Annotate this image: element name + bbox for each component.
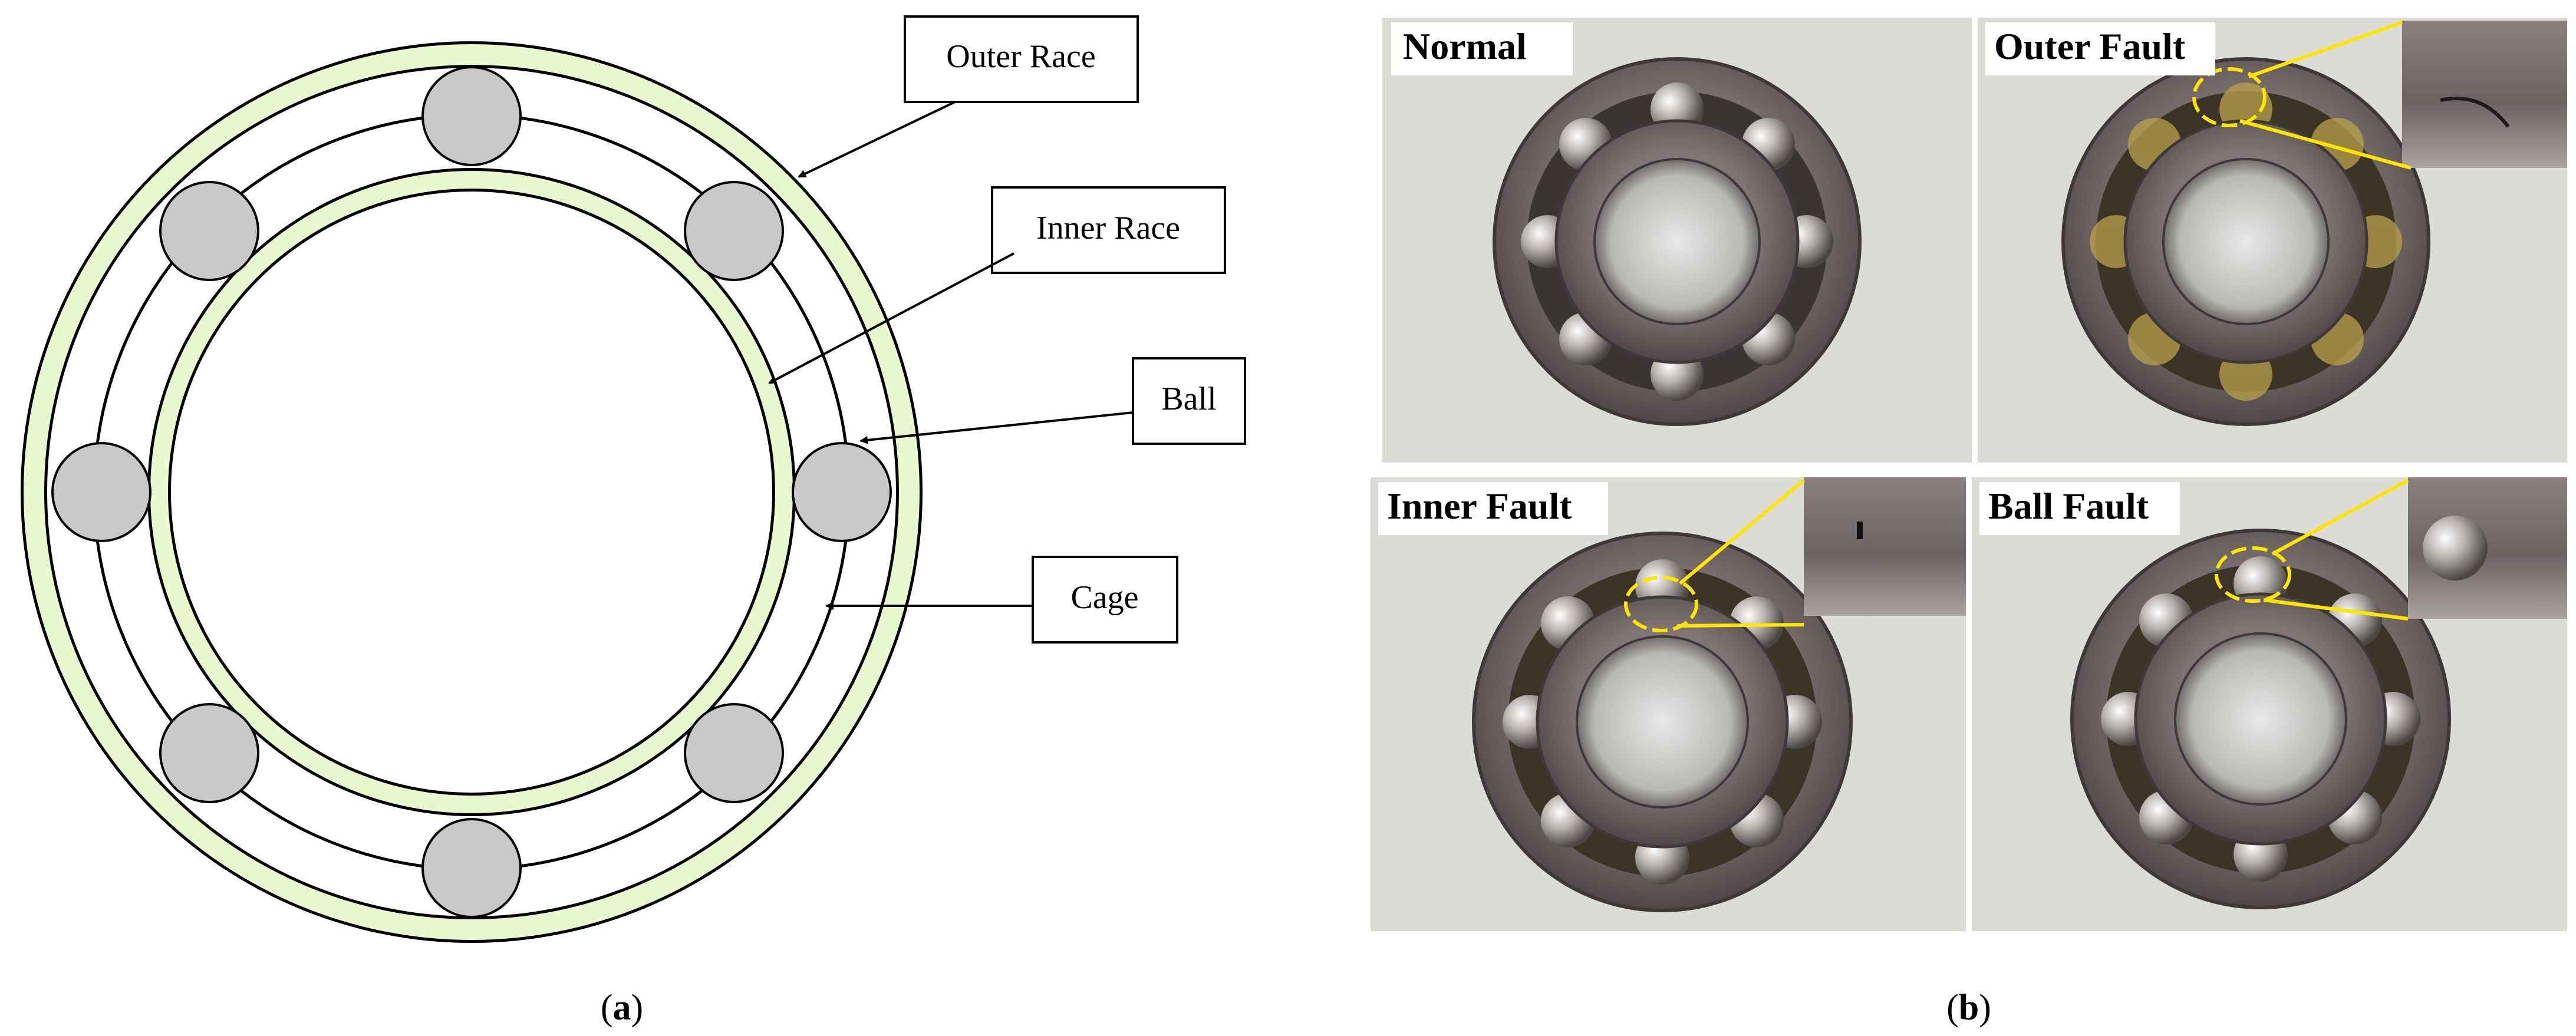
photo-inner-fault: Inner Fault [1371,477,1966,931]
svg-text:Inner Race: Inner Race [1036,210,1180,246]
svg-text:Cage: Cage [1070,579,1138,616]
arrow-inner-race [768,252,1014,384]
label-inner-race: Inner Race [991,186,1226,274]
arrow-ball [859,411,1134,444]
ball [421,818,522,918]
fault-highlight-circle [2215,546,2291,603]
zoom-inset [2402,21,2567,168]
ball [421,66,522,166]
zoom-inset [1804,477,1966,616]
caption-b: (b) [1946,988,1991,1028]
label-outer-race: Outer Race [904,15,1139,103]
label-cage: Cage [1032,556,1178,644]
ball [51,442,151,542]
ball [159,703,259,803]
caption-a: (a) [601,988,643,1028]
photo-ball-fault: Ball Fault [1972,477,2567,931]
balls [51,66,892,918]
ball [159,181,259,281]
fault-highlight-circle [2192,67,2267,127]
svg-text:Outer Race: Outer Race [946,38,1095,75]
photo-label-inner-fault: Inner Fault [1387,485,1572,527]
photo-label-normal: Normal [1403,25,1527,67]
bearing-photos: Normal Outer Fault [1371,18,2567,1028]
ball [792,442,892,542]
photo-label-outer-fault: Outer Fault [1994,25,2186,67]
fault-highlight-circle [1624,576,1698,632]
ball [684,181,784,281]
photo-label-ball-fault: Ball Fault [1988,485,2149,527]
photo-normal: Normal [1382,18,1972,463]
photo-outer-fault: Outer Fault [1978,18,2567,463]
ball [684,703,784,803]
svg-text:Ball: Ball [1161,381,1216,417]
label-ball: Ball [1132,357,1246,445]
bearing-diagram: Outer Race Inner Race Ball Cage (a) [21,15,1246,1028]
arrow-outer-race [798,101,956,178]
